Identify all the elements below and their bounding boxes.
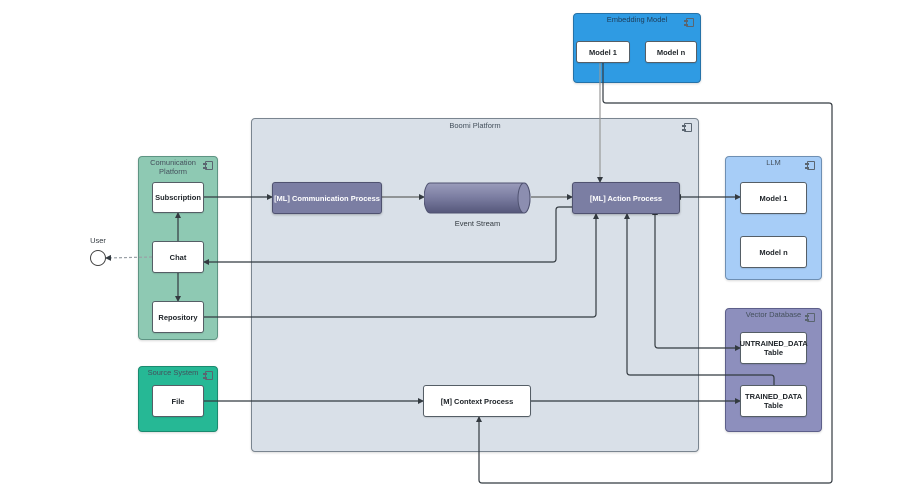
boomi-platform-title: Boomi Platform — [449, 121, 501, 130]
untrained-data-label: UNTRAINED_DATA Table — [739, 339, 808, 357]
trained-data-table[interactable]: TRAINED_DATA Table — [740, 385, 807, 417]
component-icon — [805, 161, 815, 170]
embedding-model-1-label: Model 1 — [589, 47, 617, 57]
embedding-model-n[interactable]: Model n — [645, 41, 697, 63]
trained-data-label: TRAINED_DATA Table — [745, 392, 803, 410]
component-icon — [203, 371, 213, 380]
event-stream-label: Event Stream — [454, 219, 501, 228]
llm-title: LLM — [766, 158, 781, 167]
communication-platform-title: Comunication Platform — [150, 158, 196, 176]
action-process[interactable]: [ML] Action Process — [572, 182, 680, 214]
cylinder-icon — [423, 182, 531, 214]
communication-process[interactable]: [ML] Communication Process — [272, 182, 382, 214]
action-process-label: [ML] Action Process — [589, 193, 663, 203]
file-label: File — [171, 396, 185, 406]
source-system-title: Source System — [147, 368, 199, 377]
context-process[interactable]: [M] Context Process — [423, 385, 531, 417]
embedding-model-n-label: Model n — [656, 47, 686, 57]
llm-model-n-label: Model n — [759, 247, 788, 257]
file-box[interactable]: File — [152, 385, 204, 417]
edge-embedding-to-context — [476, 63, 833, 484]
chat-box[interactable]: Chat — [152, 241, 204, 273]
component-icon — [684, 18, 694, 27]
component-icon — [805, 313, 815, 322]
subscription-label: Subscription — [155, 193, 201, 202]
subscription-box[interactable]: Subscription — [152, 182, 204, 213]
communication-process-label: [ML] Communication Process — [274, 193, 380, 203]
event-stream-queue[interactable] — [423, 182, 531, 214]
user-actor-icon[interactable] — [90, 250, 106, 266]
embedding-model-title: Embedding Model — [606, 15, 668, 24]
llm-model-1-label: Model 1 — [759, 193, 788, 203]
edge-untrained-action-bidirectional — [652, 209, 741, 351]
user-label: User — [90, 236, 106, 245]
edge-repository-to-action — [204, 213, 599, 318]
untrained-data-table[interactable]: UNTRAINED_DATA Table — [739, 332, 808, 364]
component-icon — [682, 123, 692, 132]
repository-box[interactable]: Repository — [152, 301, 204, 333]
context-process-label: [M] Context Process — [440, 396, 514, 406]
repository-label: Repository — [158, 312, 198, 322]
llm-model-1[interactable]: Model 1 — [740, 182, 807, 214]
llm-model-n[interactable]: Model n — [740, 236, 807, 268]
component-icon — [203, 161, 213, 170]
chat-label: Chat — [169, 252, 187, 262]
embedding-model-1[interactable]: Model 1 — [576, 41, 630, 63]
edge-action-to-chat — [203, 206, 572, 265]
vector-database-title: Vector Database — [745, 310, 802, 319]
edge-trained-to-action — [624, 213, 775, 385]
edge-chat-to-user — [105, 254, 153, 261]
